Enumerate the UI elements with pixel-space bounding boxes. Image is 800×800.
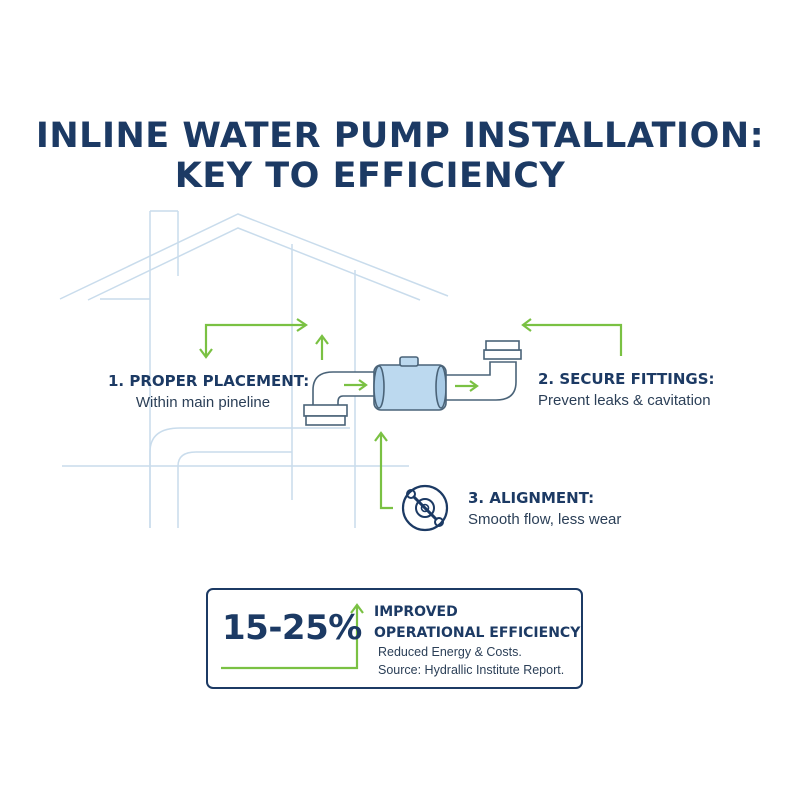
flow-arrows (199, 318, 623, 670)
step-secure-fittings: 2. SECURE FITTINGS: Prevent leaks & cavi… (538, 370, 715, 409)
step-3-heading: 3. ALIGNMENT: (468, 489, 595, 507)
efficiency-heading-line-1: IMPROVED (374, 604, 458, 620)
wrench-gear-icon (401, 484, 449, 532)
step-1-description: Within main pineline (135, 394, 271, 411)
page-title-line-2: KEY TO EFFICIENCY (174, 156, 566, 196)
step-proper-placement: 1. PROPER PLACEMENT: Within main pinelin… (108, 372, 310, 411)
step-1-heading: 1. PROPER PLACEMENT: (108, 372, 310, 390)
step-2-description: Prevent leaks & cavitation (538, 392, 711, 409)
efficiency-heading-line-2: OPERATIONAL EFFICIENCY (374, 625, 581, 641)
step-alignment: 3. ALIGNMENT: Smooth flow, less wear (468, 489, 621, 528)
pump-assembly (303, 340, 522, 426)
house-outline (59, 210, 449, 528)
efficiency-detail: Reduced Energy & Costs. (378, 645, 522, 659)
page-title-line-1: INLINE WATER PUMP INSTALLATION: (35, 116, 765, 156)
step-3-description: Smooth flow, less wear (468, 511, 622, 528)
efficiency-callout: 15-25% IMPROVED OPERATIONAL EFFICIENCY R… (206, 588, 583, 689)
step-2-heading: 2. SECURE FITTINGS: (538, 370, 715, 388)
efficiency-value: 15-25% (222, 608, 362, 648)
efficiency-source: Source: Hydrallic Institute Report. (378, 663, 565, 677)
